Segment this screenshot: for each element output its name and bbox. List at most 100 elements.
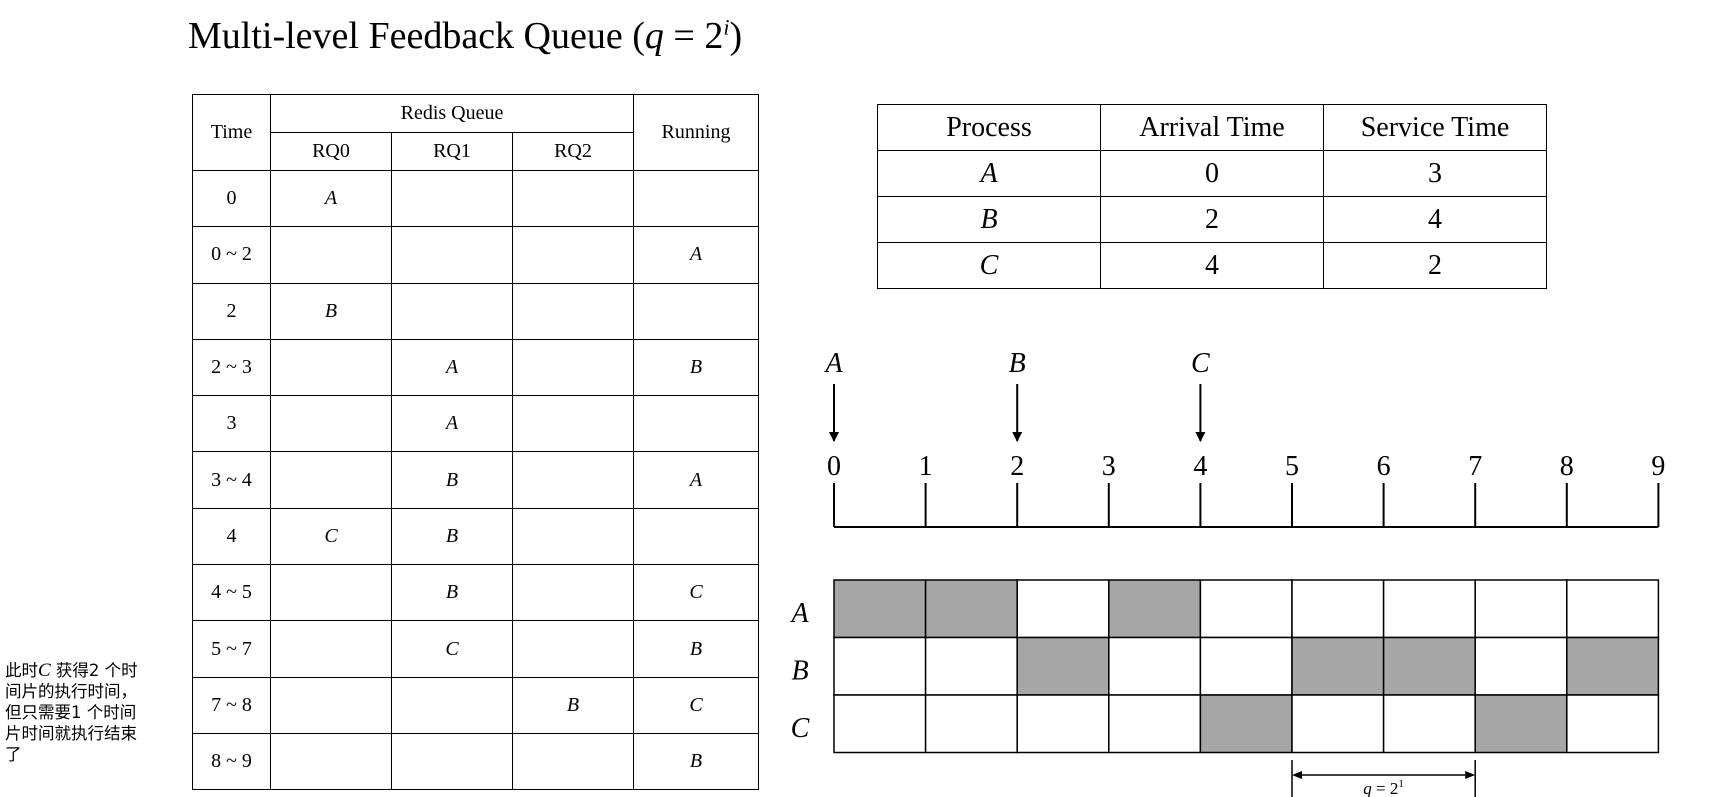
time-cell: 3 <box>192 395 271 453</box>
rq1-cell <box>391 676 513 734</box>
gantt-cell-idle <box>1016 579 1110 639</box>
header-rq2: RQ2 <box>512 132 634 171</box>
time-cell: 3 ~ 4 <box>192 451 271 509</box>
process-cell: A <box>877 150 1101 197</box>
gantt-row-label: C <box>791 713 810 744</box>
rq0-cell <box>270 226 392 284</box>
gantt-cell-running <box>833 579 927 639</box>
rq0-cell: C <box>270 507 392 566</box>
quantum-arrow-left <box>1292 771 1302 779</box>
rq0-cell <box>270 451 392 509</box>
running-cell <box>633 282 759 340</box>
rq1-cell: A <box>391 395 513 453</box>
gantt-cell-running <box>1566 636 1660 696</box>
gantt-cell-running <box>1016 636 1110 696</box>
axis-tick-label: 0 <box>827 451 841 482</box>
gantt-cell-idle <box>1108 694 1202 754</box>
running-cell <box>633 395 759 453</box>
rq1-cell <box>391 732 513 791</box>
gantt-cell-running <box>1108 579 1202 639</box>
arrival-label: A <box>823 348 843 379</box>
axis-tick-label: 3 <box>1102 451 1116 482</box>
queue-row: 0 ~ 2 A <box>192 226 759 284</box>
quantum-arrow-right <box>1465 771 1476 779</box>
gantt-cell-running <box>924 579 1018 639</box>
gantt-cell-idle <box>1291 579 1385 639</box>
gantt-cell-idle <box>1382 694 1476 754</box>
gantt-cell-idle <box>1474 636 1568 696</box>
gantt-cell-running <box>1382 636 1476 696</box>
rq2-cell <box>512 338 634 397</box>
rq0-cell <box>270 338 392 397</box>
gantt-cell-running <box>1474 694 1568 754</box>
gantt-cell-idle <box>1474 579 1568 639</box>
service-cell: 3 <box>1323 150 1547 197</box>
rq2-cell <box>512 282 634 340</box>
axis-tick-label: 6 <box>1377 451 1391 482</box>
header-arrival-time: Arrival Time <box>1100 104 1324 151</box>
running-cell: B <box>633 338 759 397</box>
gantt-cell-idle <box>833 694 927 754</box>
gantt-cell-running <box>1291 636 1385 696</box>
diagram-title: Multi-level Feedback Queue (q = 2i) <box>188 14 743 57</box>
rq2-cell <box>512 395 634 453</box>
rq1-cell: C <box>391 620 513 678</box>
time-cell: 2 ~ 3 <box>192 338 271 397</box>
queue-row: 2 ~ 3 A B <box>192 338 759 397</box>
process-cell: B <box>877 196 1101 243</box>
axis-tick-label: 1 <box>919 451 933 482</box>
gantt-cell-idle <box>1291 694 1385 754</box>
axis-tick-label: 2 <box>1010 451 1024 482</box>
rq2-cell <box>512 451 634 509</box>
arrival-label: B <box>1009 348 1026 379</box>
axis-tick-label: 4 <box>1193 451 1207 482</box>
gantt-cell-idle <box>924 636 1018 696</box>
running-cell: C <box>633 676 759 734</box>
service-cell: 2 <box>1323 242 1547 289</box>
gantt-cell-idle <box>1016 694 1110 754</box>
gantt-row-label: B <box>791 656 808 687</box>
time-cell: 0 ~ 2 <box>192 226 271 284</box>
gantt-cell-running <box>1199 694 1293 754</box>
gantt-cell-idle <box>1566 694 1660 754</box>
rq1-cell <box>391 169 513 228</box>
header-rq1: RQ1 <box>391 132 513 171</box>
arrival-cell: 2 <box>1100 196 1324 243</box>
axis-tick-label: 5 <box>1285 451 1299 482</box>
annotation-note: 此时C 获得2 个时间片的执行时间，但只需要1 个时间片时间就执行结束了 <box>5 660 138 764</box>
header-process: Process <box>877 104 1101 151</box>
rq1-cell <box>391 226 513 284</box>
axis-tick-label: 8 <box>1560 451 1574 482</box>
rq0-cell: A <box>270 169 392 228</box>
rq0-cell <box>270 732 392 791</box>
rq2-cell <box>512 226 634 284</box>
gantt-cell-idle <box>1108 636 1202 696</box>
time-cell: 0 <box>192 169 271 228</box>
rq1-cell: B <box>391 564 513 622</box>
header-running: Running <box>633 94 759 171</box>
running-cell: A <box>633 226 759 284</box>
gantt-cell-idle <box>833 636 927 696</box>
rq2-cell <box>512 620 634 678</box>
service-cell: 4 <box>1323 196 1547 243</box>
quantum-label: q = 21 <box>1363 778 1404 797</box>
rq2-cell <box>512 564 634 622</box>
gantt-cell-idle <box>1566 579 1660 639</box>
axis-tick-label: 7 <box>1468 451 1482 482</box>
running-cell: C <box>633 564 759 622</box>
running-cell <box>633 169 759 228</box>
header-service-time: Service Time <box>1323 104 1547 151</box>
gantt-row-label: A <box>789 598 809 629</box>
rq1-cell: A <box>391 338 513 397</box>
arrival-cell: 4 <box>1100 242 1324 289</box>
gantt-cell-idle <box>1199 636 1293 696</box>
